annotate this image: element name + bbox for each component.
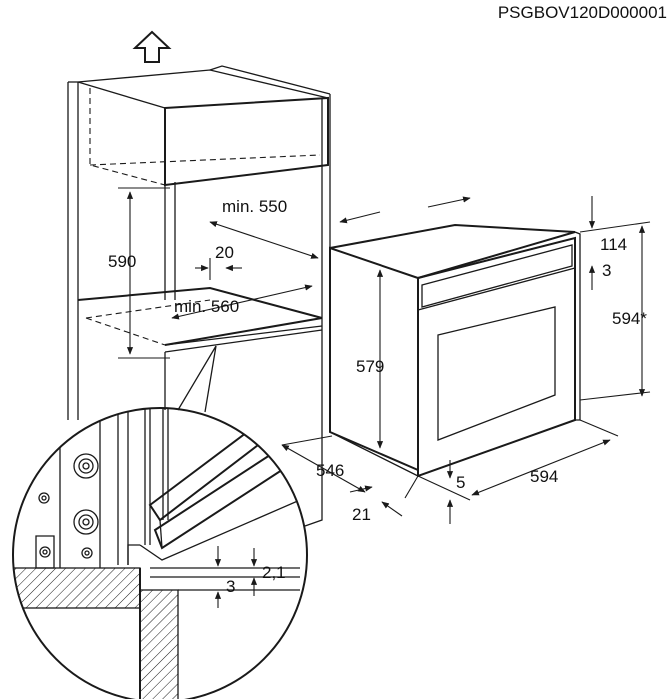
label-oven-height: 579 (356, 357, 384, 376)
document-code: PSGBOV120D000001 (498, 3, 667, 22)
label-bottom-gap: 5 (456, 473, 465, 492)
label-oven-width: 594 (530, 467, 558, 486)
oven-dimensions (281, 196, 651, 524)
label-min-depth-bottom: min. 560 (174, 297, 239, 316)
label-door-depth: 21 (352, 505, 371, 524)
label-min-depth-top: min. 550 (222, 197, 287, 216)
label-top-offset: 114 (600, 235, 627, 254)
label-oven-total-height: 594* (612, 309, 647, 328)
up-arrow-icon (132, 30, 172, 63)
cabinet-dimensions (118, 187, 319, 359)
label-cabinet-height: 590 (108, 252, 136, 271)
label-detail-offset: 3 (226, 577, 235, 596)
label-gap: 20 (215, 243, 234, 262)
label-panel-gap: 3 (602, 261, 611, 280)
detail-callout (12, 345, 308, 699)
label-oven-depth: 546 (316, 461, 344, 480)
label-detail-gap: 2,1 (262, 563, 286, 582)
oven (329, 223, 581, 478)
cabinet (67, 65, 331, 527)
